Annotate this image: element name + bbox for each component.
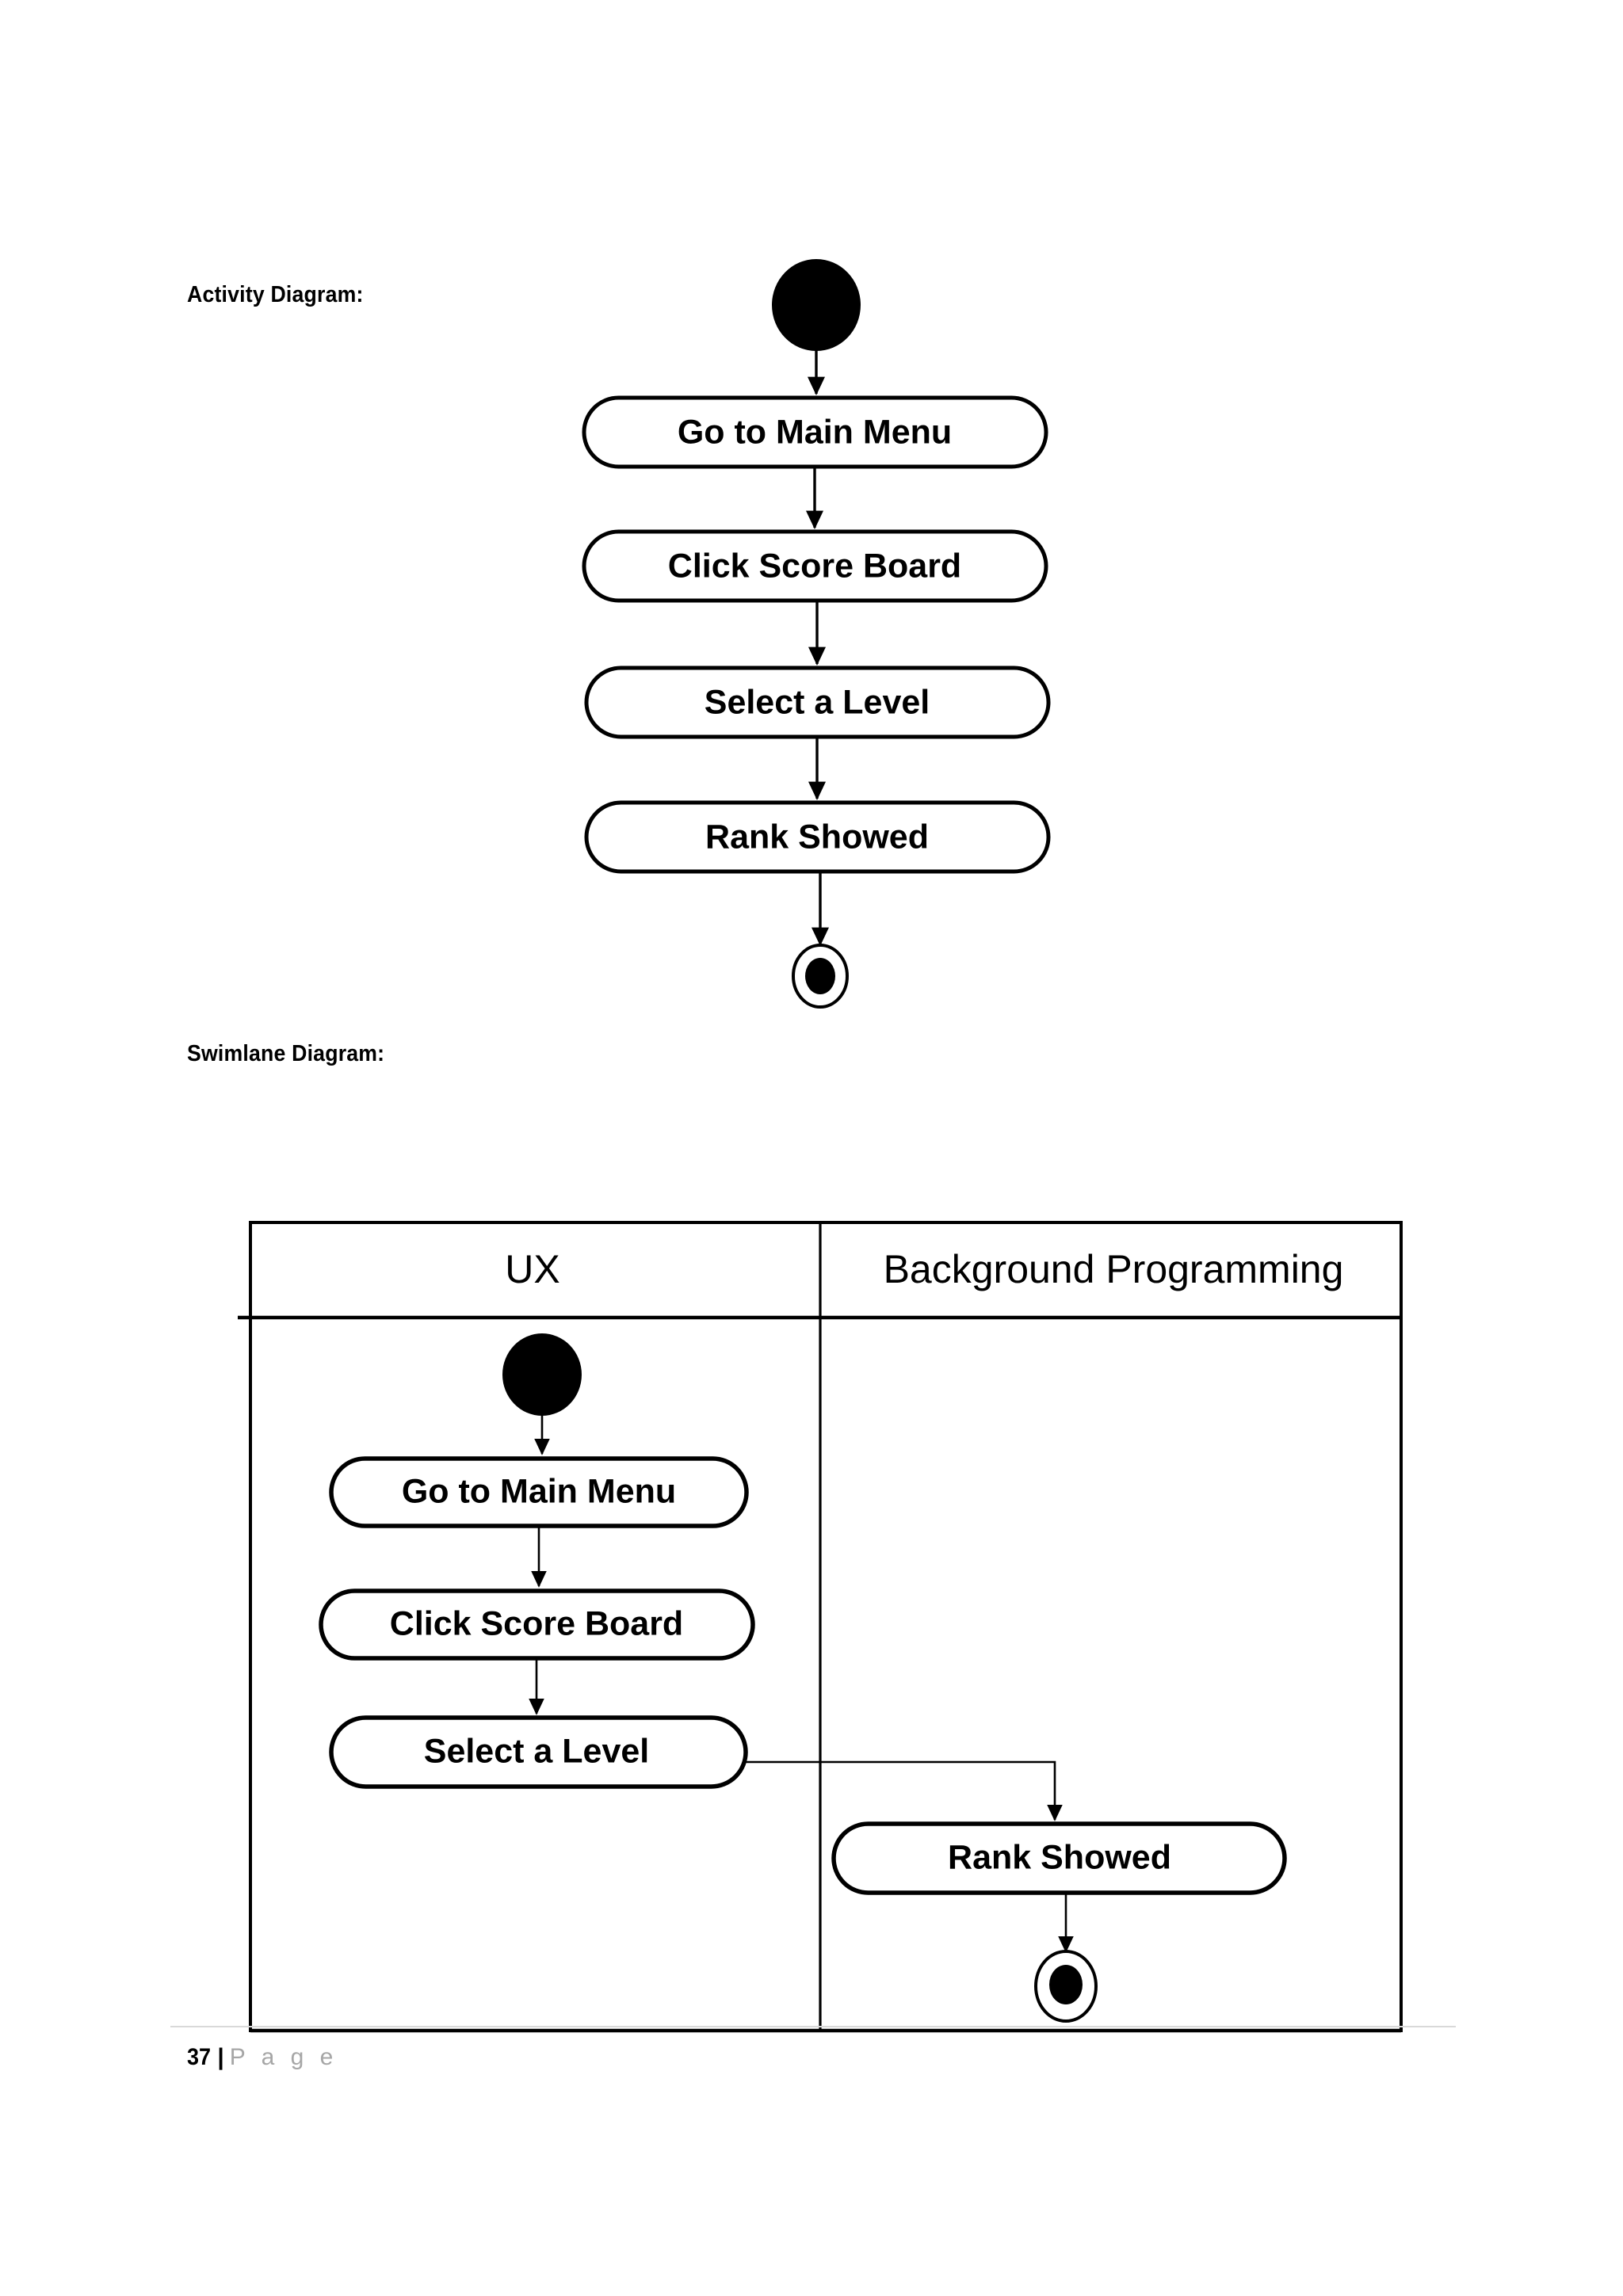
activity-end-node — [792, 944, 849, 1009]
swimlane-start-node — [502, 1333, 582, 1416]
activity-node-select-a-level: Select a Level — [584, 666, 1051, 739]
activity-node-label: Select a Level — [705, 683, 930, 721]
footer-page-number: 37 — [187, 2044, 212, 2070]
swimlane-node-label: Go to Main Menu — [402, 1472, 676, 1510]
activity-node-label: Rank Showed — [705, 818, 929, 856]
activity-diagram-caption: Activity Diagram: — [187, 282, 364, 307]
footer-separator: | — [217, 2044, 224, 2070]
flow-select-a-level-to-rank-showed — [746, 1760, 1063, 1821]
swimlane-frame — [249, 1221, 1403, 2032]
swimlane-node-select-a-level: Select a Level — [329, 1715, 748, 1789]
activity-node-rank-showed: Rank Showed — [584, 800, 1051, 874]
activity-node-go-to-main-menu: Go to Main Menu — [582, 395, 1048, 469]
swimlane-node-click-score-board: Click Score Board — [319, 1589, 755, 1661]
swimlane-diagram-caption: Swimlane Diagram: — [187, 1041, 385, 1066]
activity-start-node — [772, 259, 861, 351]
activity-node-click-score-board: Click Score Board — [582, 529, 1048, 603]
swimlane-lane-title-ux: UX — [505, 1247, 559, 1291]
swimlane-node-label: Click Score Board — [390, 1604, 683, 1642]
swimlane-node-label: Rank Showed — [948, 1838, 1171, 1876]
swimlane-lane-title-background-programming: Background Programming — [884, 1247, 1344, 1291]
swimlane-node-label: Select a Level — [424, 1732, 649, 1770]
activity-node-label: Click Score Board — [668, 547, 961, 585]
swimlane-end-node — [1034, 1950, 1098, 2023]
page-footer: 37 | P a g e — [187, 2040, 338, 2075]
footer-page-label: P a g e — [229, 2044, 338, 2070]
footer-divider — [170, 2026, 1456, 2027]
swimlane-node-rank-showed: Rank Showed — [831, 1821, 1287, 1895]
swimlane-node-go-to-main-menu: Go to Main Menu — [329, 1456, 749, 1528]
activity-node-label: Go to Main Menu — [678, 413, 952, 451]
